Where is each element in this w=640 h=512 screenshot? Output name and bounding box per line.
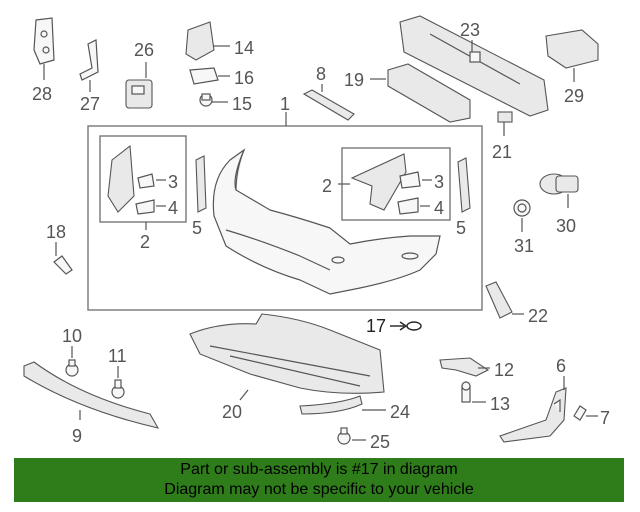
callout-11: 11 [108, 346, 127, 366]
callout-22: 22 [528, 306, 548, 326]
part-2-right[interactable] [350, 153, 407, 211]
callout-4-left: 4 [168, 198, 178, 218]
callout-3-right: 3 [434, 172, 444, 192]
callout-4-right: 4 [434, 198, 444, 218]
footer-banner: Part or sub-assembly is #17 in diagram D… [14, 458, 624, 502]
callout-5-left: 5 [192, 218, 202, 238]
part-13[interactable] [461, 381, 471, 403]
callout-13: 13 [490, 394, 510, 414]
callout-31: 31 [514, 236, 534, 256]
part-27[interactable] [79, 39, 99, 81]
part-9[interactable] [23, 361, 160, 429]
part-4-right[interactable] [397, 197, 419, 215]
part-28[interactable] [33, 17, 55, 65]
part-8[interactable] [302, 89, 355, 121]
parts-diagram: 28 27 26 14 16 15 8 23 [23, 15, 610, 452]
callout-14: 14 [234, 38, 254, 58]
part-31[interactable] [513, 199, 531, 217]
callout-25: 25 [370, 432, 390, 452]
part-12[interactable] [439, 357, 490, 377]
part-21[interactable] [497, 111, 513, 123]
callout-19: 19 [344, 70, 364, 90]
callout-12: 12 [494, 360, 514, 380]
callout-7: 7 [600, 408, 610, 428]
callout-15: 15 [232, 94, 252, 114]
subassembly-2-left-box [99, 135, 187, 223]
callout-16: 16 [234, 68, 254, 88]
callout-28: 28 [32, 84, 52, 104]
part-5-left[interactable] [195, 155, 207, 213]
footer-line-1: Part or sub-assembly is #17 in diagram [180, 461, 458, 478]
part-2-left[interactable] [107, 144, 135, 213]
part-22[interactable] [485, 281, 513, 319]
part-14[interactable] [185, 21, 215, 61]
part-24[interactable] [299, 395, 363, 415]
part-3-left[interactable] [137, 173, 155, 189]
callout-17: 17 [366, 316, 386, 336]
callout-21: 21 [492, 142, 512, 162]
part-17[interactable] [406, 321, 422, 331]
part-23[interactable] [399, 15, 549, 117]
part-25[interactable] [337, 427, 351, 445]
callout-20: 20 [222, 402, 242, 422]
part-26[interactable] [125, 79, 153, 109]
callout-8: 8 [316, 64, 326, 84]
callout-24: 24 [390, 402, 410, 422]
callout-30: 30 [556, 216, 576, 236]
assembly-1-box [87, 125, 483, 311]
part-29[interactable] [545, 29, 599, 69]
callout-1: 1 [280, 94, 290, 114]
callout-18: 18 [46, 222, 66, 242]
part-5-right[interactable] [457, 157, 471, 213]
part-3-right[interactable] [399, 171, 421, 189]
callout-10: 10 [62, 326, 82, 346]
part-16[interactable] [189, 67, 219, 85]
callout-6: 6 [556, 356, 566, 376]
callout-26: 26 [134, 40, 154, 60]
callout-5-right: 5 [456, 218, 466, 238]
part-11[interactable] [111, 379, 125, 399]
part-10[interactable] [65, 359, 79, 377]
part-30[interactable] [539, 173, 579, 195]
callout-3-left: 3 [168, 172, 178, 192]
part-4-left[interactable] [135, 199, 155, 215]
part-15[interactable] [199, 93, 213, 107]
part-19[interactable] [387, 63, 471, 123]
callout-2-right: 2 [322, 176, 332, 196]
part-20[interactable] [189, 313, 385, 394]
callout-27: 27 [80, 94, 100, 114]
part-18[interactable] [53, 255, 73, 275]
callout-9: 9 [72, 426, 82, 446]
callout-29: 29 [564, 86, 584, 106]
part-1-bumper-cover[interactable] [212, 148, 441, 295]
part-6[interactable] [499, 387, 567, 443]
callout-23: 23 [460, 20, 480, 40]
part-7[interactable] [573, 405, 587, 421]
callout-2-left: 2 [140, 232, 150, 252]
footer-line-2: Diagram may not be specific to your vehi… [164, 481, 474, 498]
